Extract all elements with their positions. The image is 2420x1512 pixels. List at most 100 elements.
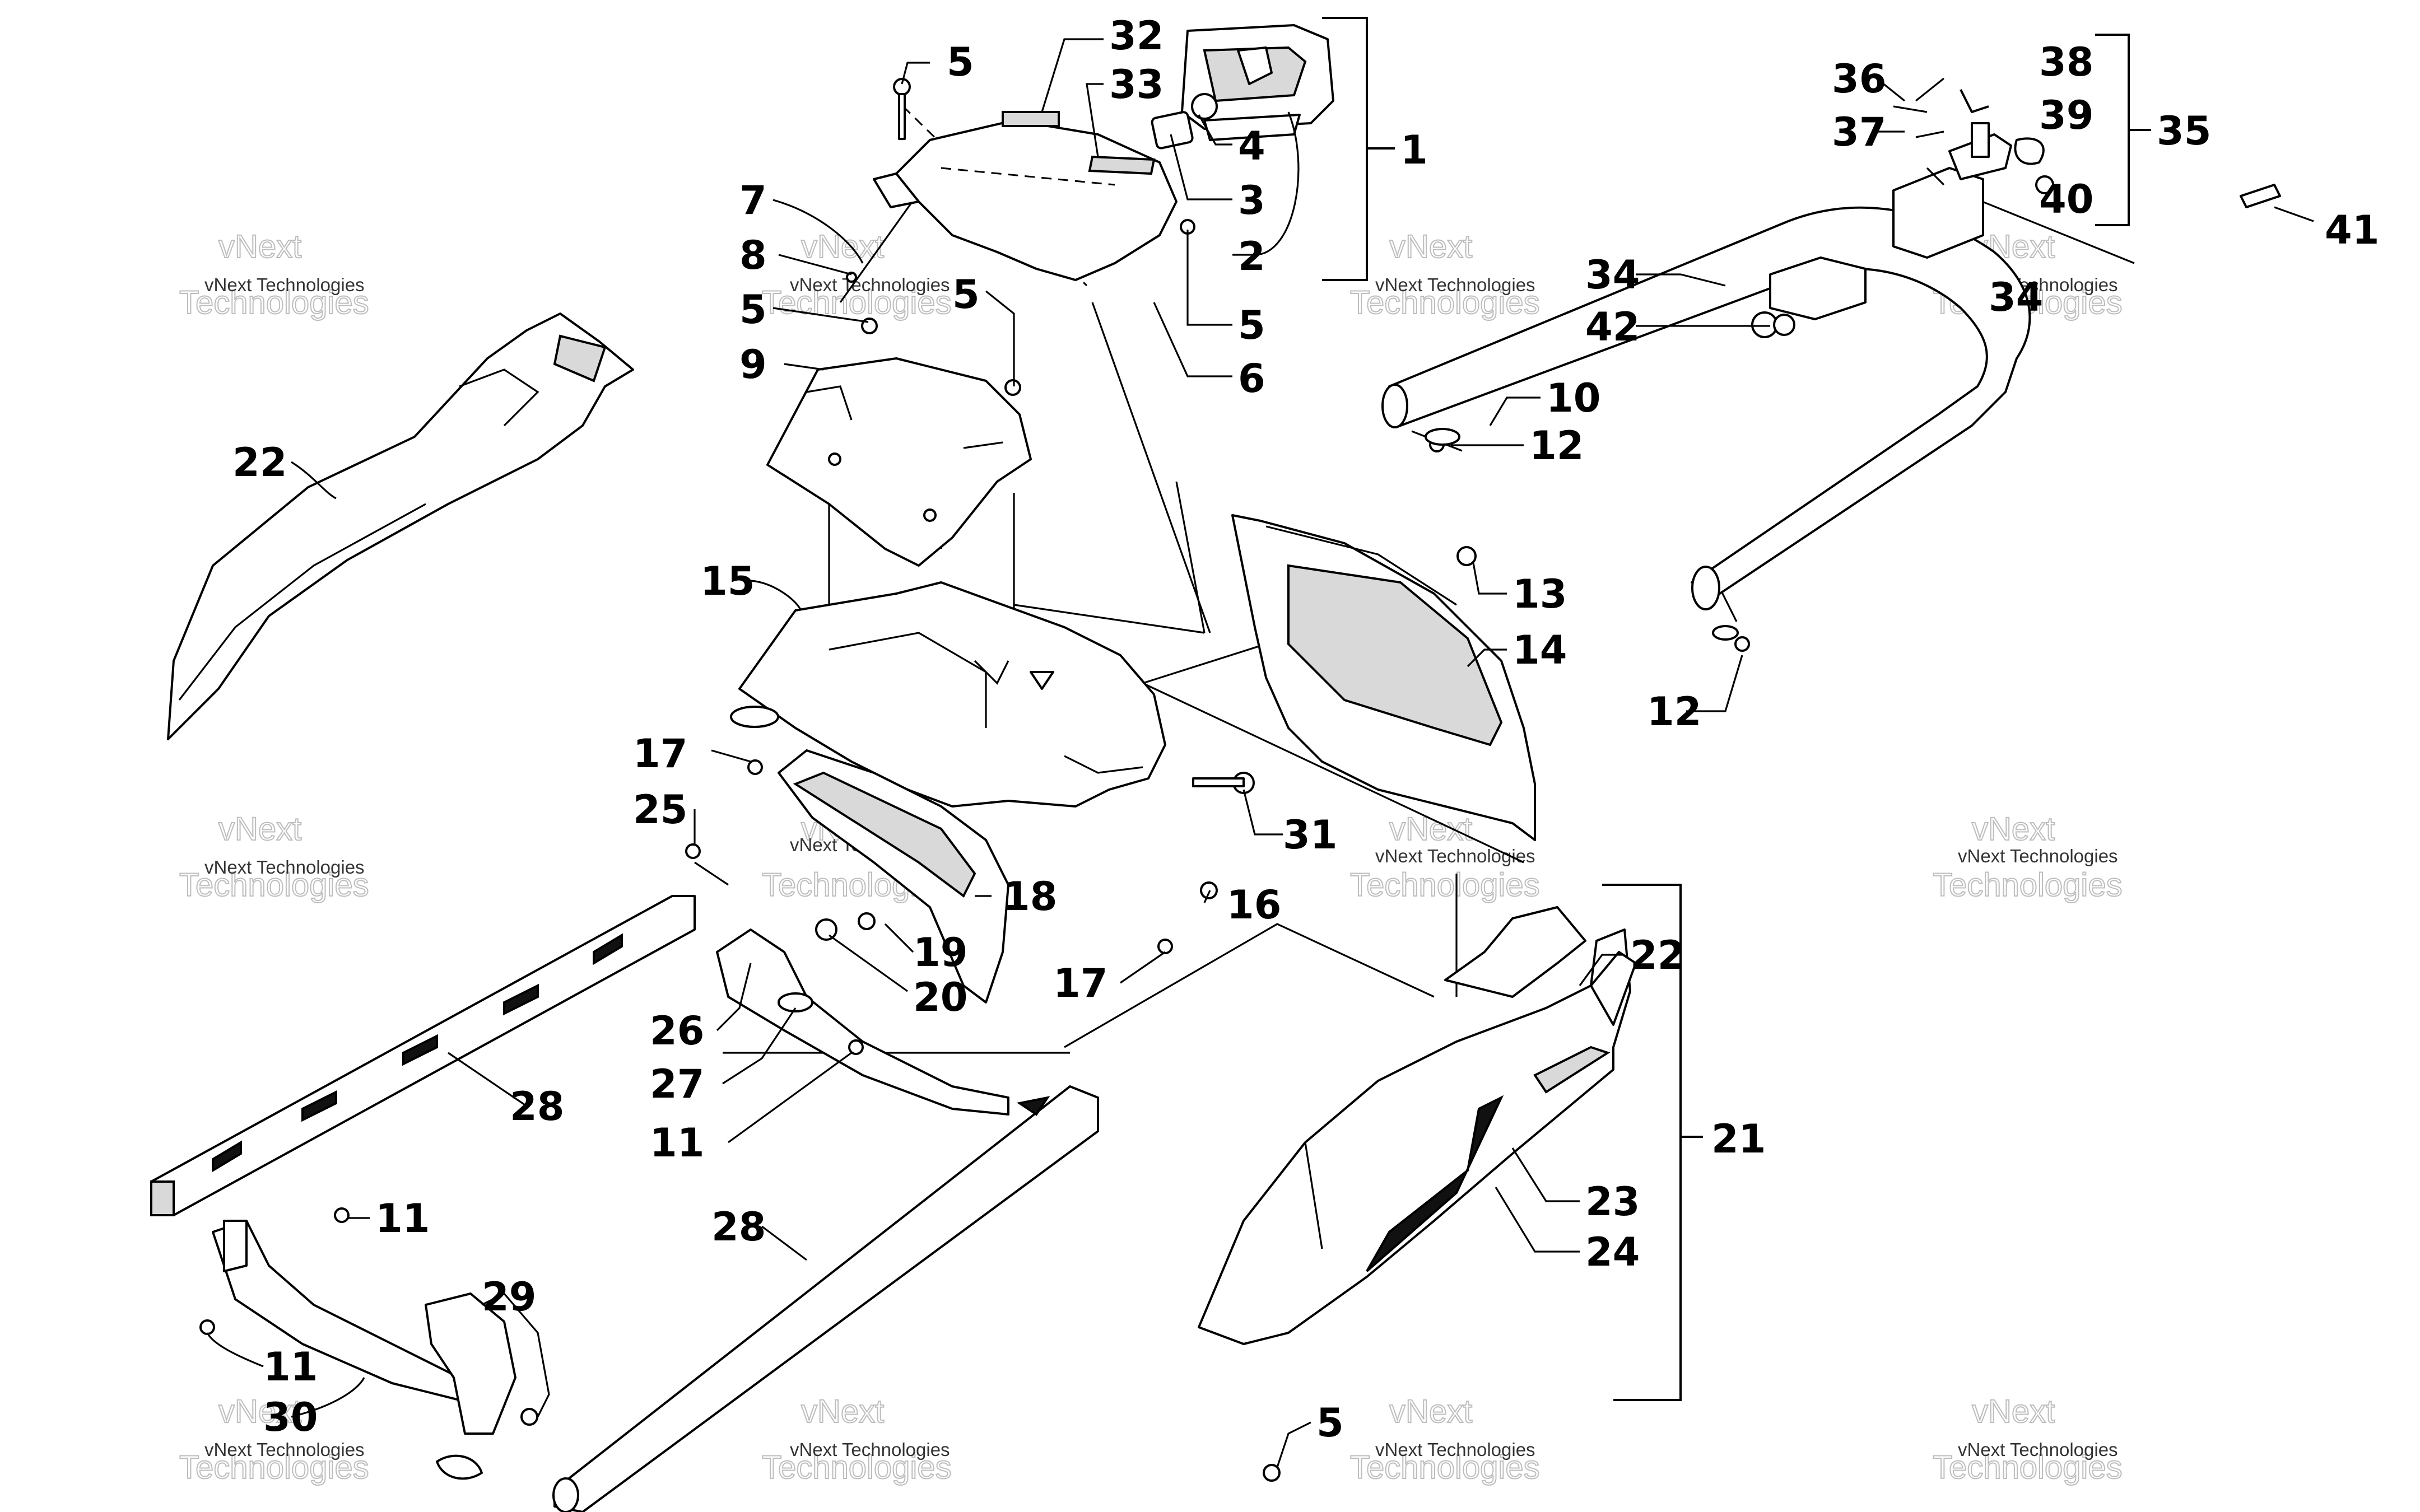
clip-12 (1425, 428, 1460, 446)
rivet-12-lower (1734, 636, 1750, 652)
nut-20 (815, 918, 837, 941)
callout-27: 27 (650, 1061, 704, 1107)
callout-31: 31 (1283, 812, 1337, 858)
watermark-tile-12: vNext Technologies vNext Technologies (1932, 1393, 2123, 1486)
part-30-lower-bracket (212, 1220, 460, 1401)
callout-5: 5 (947, 39, 974, 85)
watermark-large: Technologies (762, 1449, 952, 1486)
guide-line (1142, 682, 1524, 864)
washer-8 (846, 272, 857, 283)
watermark-small: vNext Technologies (204, 274, 365, 295)
rivet-11-lower (199, 1319, 215, 1335)
callout-13: 13 (1513, 571, 1567, 617)
watermark-tile-2: vNext Technologies vNext Technologies (761, 228, 952, 321)
callout-21: 21 (1711, 1116, 1766, 1162)
washer-19 (858, 912, 876, 930)
callout-2: 2 (1238, 234, 1265, 279)
screw-16 (1200, 881, 1218, 899)
callout-20: 20 (913, 974, 967, 1020)
callout-16: 16 (1227, 882, 1281, 928)
part-29-bracket (425, 1292, 516, 1480)
watermark-small: vNext Technologies (204, 857, 365, 878)
callout-33: 33 (1109, 62, 1164, 108)
callout-5: 5 (1238, 302, 1265, 348)
callout-41: 41 (2325, 207, 2379, 253)
callout-25: 25 (633, 787, 687, 833)
callout-22: 22 (1630, 932, 1684, 978)
watermark-small: vNext Technologies (790, 274, 950, 295)
part-21-right-side-panel (1198, 906, 1637, 1345)
callout-10: 10 (1546, 375, 1600, 421)
part-32-tail-housing (873, 111, 1178, 281)
callout-38: 38 (2039, 39, 2093, 85)
watermark-tile-1: vNext Technologies vNext Technologies (179, 228, 370, 321)
callout-11: 11 (650, 1120, 704, 1166)
guide-line (1175, 481, 1206, 633)
watermark-large: vNext (1972, 1393, 2055, 1430)
watermark-tile-9: vNext Technologies vNext Technologies (179, 1393, 370, 1486)
leader-lines (206, 38, 2314, 1468)
watermark-large: Technologies (1350, 867, 1540, 903)
guide-line (1064, 923, 1435, 1048)
callout-32: 32 (1109, 13, 1164, 59)
callout-24: 24 (1585, 1229, 1640, 1275)
watermark-large: Technologies (179, 284, 369, 321)
callout-8: 8 (739, 232, 767, 278)
callout-14: 14 (1513, 627, 1567, 673)
callout-1: 1 (1400, 127, 1428, 173)
callout-34: 34 (1989, 274, 2043, 320)
screw-29 (520, 1408, 538, 1426)
part-35-latch (1893, 89, 2281, 208)
callout-17: 17 (633, 731, 687, 777)
part-22-left-trim (167, 312, 634, 740)
watermark-small: vNext Technologies (1375, 274, 1535, 295)
screw-5-shaft (898, 93, 906, 140)
plug-25 (685, 843, 701, 859)
callout-12: 12 (1647, 689, 1701, 735)
rivet-17-lower (1157, 939, 1173, 954)
callout-11: 11 (375, 1196, 430, 1242)
watermark-large: vNext (218, 228, 301, 265)
callout-22: 22 (232, 440, 287, 486)
part-26-bracket (716, 928, 1050, 1116)
rivet-17 (747, 759, 763, 775)
bracket-group-21 (1602, 884, 1682, 1401)
group-brackets (1322, 17, 2151, 1401)
rivet-11-center (848, 1039, 864, 1055)
watermark-tile-10: vNext Technologies vNext Technologies (761, 1393, 952, 1486)
callout-4: 4 (1238, 123, 1265, 169)
guide-line (902, 105, 1088, 287)
watermark-small: vNext Technologies (1958, 846, 2118, 866)
callout-17: 17 (1053, 960, 1107, 1006)
part-14-side-panel (1231, 514, 1536, 841)
guide-line (1091, 302, 1211, 633)
callout-3: 3 (1238, 178, 1265, 223)
watermark-large: vNext (218, 811, 301, 847)
part-10-grab-bar (1381, 206, 2031, 610)
part-9-bracket (766, 357, 1032, 567)
screw-5-bottom (1263, 1464, 1281, 1482)
callout-5: 5 (1316, 1400, 1344, 1446)
watermark-tile-11: vNext Technologies vNext Technologies (1349, 1393, 1541, 1486)
watermark-tile-7: vNext Technologies vNext Technologies (1349, 810, 1541, 904)
watermark-large: Technologies (179, 1449, 369, 1486)
callout-11: 11 (263, 1344, 318, 1390)
watermark-tile-8: vNext Technologies vNext Technologies (1932, 810, 2123, 904)
part-4-bulb-socket (1151, 93, 1218, 150)
callout-28: 28 (510, 1084, 564, 1130)
callout-15: 15 (700, 558, 755, 604)
watermark-large: vNext (1972, 811, 2055, 847)
watermarks: vNext Technologies vNext Technologies vN… (179, 228, 2123, 1486)
callout-26: 26 (650, 1008, 704, 1054)
watermark-large: vNext (1389, 228, 1472, 265)
watermark-small: vNext Technologies (1375, 1439, 1535, 1460)
watermark-large: Technologies (1933, 867, 2123, 903)
watermark-large: vNext (1389, 1393, 1472, 1430)
nut-42 (1773, 314, 1795, 336)
callout-36: 36 (1832, 56, 1886, 102)
callout-39: 39 (2039, 92, 2093, 138)
callout-42: 42 (1585, 304, 1640, 350)
fasteners (199, 78, 1795, 1482)
clip-12-lower (1712, 625, 1739, 641)
